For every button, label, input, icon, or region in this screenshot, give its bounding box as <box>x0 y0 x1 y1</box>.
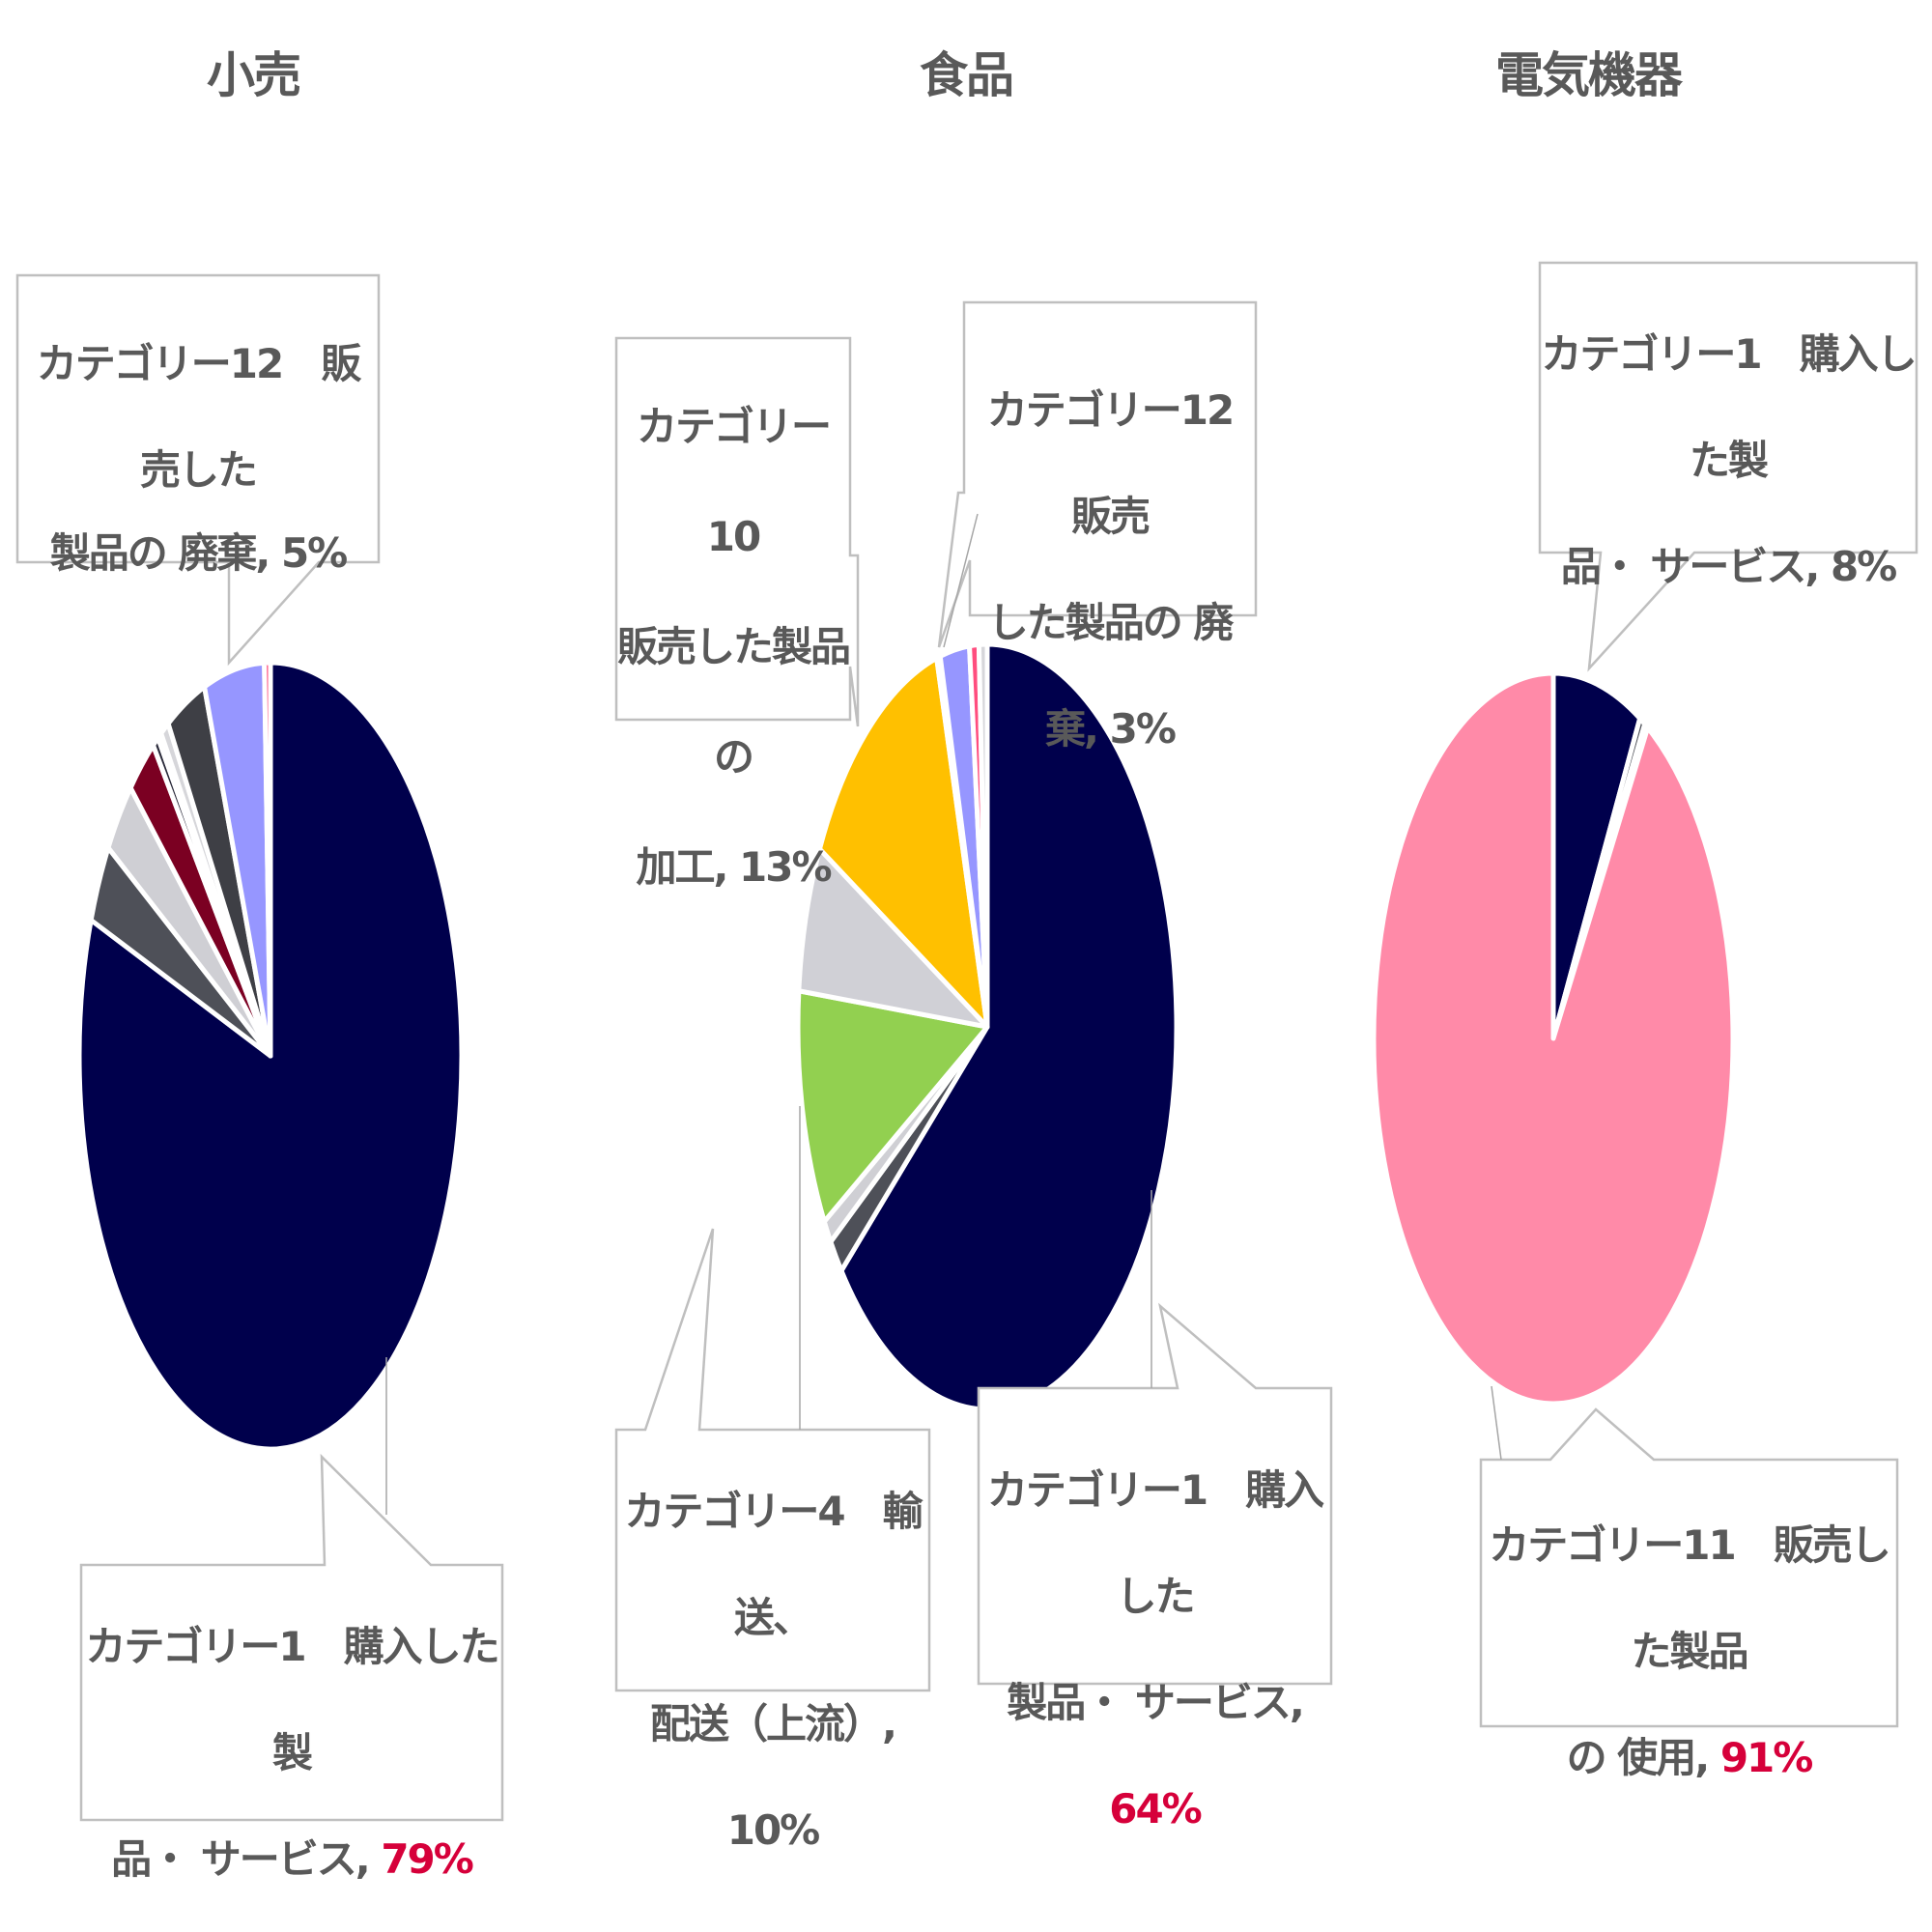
callout-text: の 使用, <box>1566 1734 1720 1781</box>
callout-food-right-bottom: カテゴリー1 購入した 製品・ サービス, 64% <box>979 1437 1331 1862</box>
callout-line: 製品の 廃棄, 5% <box>17 500 379 607</box>
pie-slice <box>1371 670 1736 1406</box>
chart-title-electronics: 電気機器 <box>1495 47 1683 103</box>
callout-text: 配送（上流）, <box>650 1700 897 1747</box>
leader-line <box>943 513 979 648</box>
callout-pct: 8% <box>1830 543 1897 590</box>
leader-line <box>1491 1385 1502 1461</box>
callout-line: の 使用, 91% <box>1481 1705 1897 1811</box>
callout-text: 品・ サービス, <box>1560 543 1831 590</box>
callout-retail-bottom: カテゴリー1 購入した製 品・ サービス, 79% <box>81 1594 502 1913</box>
callout-line: 品・ サービス, 8% <box>1540 514 1917 620</box>
callout-text: 加工, <box>636 843 740 891</box>
callout-line: カテゴリー10 <box>636 403 832 560</box>
pie-slice <box>1550 670 1643 1041</box>
chart-title-food: 食品 <box>920 47 1014 103</box>
callout-shape-food-right-bottom <box>977 1302 1333 1686</box>
callout-line: 製品・ サービス, 64% <box>979 1650 1331 1862</box>
pie-chart-food <box>795 641 1179 1412</box>
callout-text: した製品の 廃棄, <box>987 599 1235 753</box>
callout-shape-food-left-top <box>614 336 860 727</box>
callout-text: 品・ サービス, <box>111 1835 382 1883</box>
callout-shape-food-left-bottom <box>614 1228 931 1692</box>
callout-line: カテゴリー11 販売した製品 <box>1489 1521 1890 1675</box>
chart-title-retail: 小売 <box>207 47 301 103</box>
callout-food-left-top: カテゴリー10 販売した製品の 加工, 13% <box>616 372 851 923</box>
callout-line: 販売した製品の <box>616 623 851 781</box>
callout-line: カテゴリー1 購入した製 <box>1541 330 1917 484</box>
callout-line: 配送（上流）, 10% <box>616 1671 929 1884</box>
callout-pct-highlight: 91% <box>1719 1734 1814 1781</box>
callout-line: 加工, 13% <box>616 812 850 923</box>
callout-electronics-top: カテゴリー1 購入した製 品・ サービス, 8% <box>1540 301 1917 620</box>
callout-electronics-bottom: カテゴリー11 販売した製品 の 使用, 91% <box>1481 1492 1897 1811</box>
pie-slice <box>976 641 990 1030</box>
callout-line: カテゴリー12 販売 <box>986 386 1273 540</box>
callout-line: カテゴリー12 販売した <box>36 340 361 494</box>
callout-line: 品・ サービス, 79% <box>81 1806 502 1913</box>
callout-shape-electronics-top <box>1538 261 1918 672</box>
callout-line: カテゴリー1 購入した <box>986 1466 1324 1620</box>
callout-pct: 13% <box>739 843 833 891</box>
callout-food-left-bottom: カテゴリー4 輸送、 配送（上流）, 10% <box>616 1459 929 1884</box>
callout-text: 製品・ サービス, <box>1007 1679 1305 1726</box>
callout-shape-food-right-top <box>937 300 1258 648</box>
callout-line: カテゴリー1 購入した製 <box>85 1623 499 1776</box>
callout-shape-retail-bottom <box>79 1453 504 1822</box>
callout-pct-highlight: 79% <box>381 1835 474 1883</box>
callout-shape-electronics-bottom <box>1479 1407 1899 1728</box>
pie-slice <box>838 641 1179 1412</box>
callout-retail-top: カテゴリー12 販売した 製品の 廃棄, 5% <box>17 311 379 607</box>
pie-chart-retail <box>76 660 465 1452</box>
callout-pct: 10% <box>726 1806 821 1854</box>
callout-pct-highlight: 64% <box>1109 1785 1203 1833</box>
callout-line: カテゴリー4 輸送、 <box>624 1488 923 1641</box>
callout-shape-retail-top <box>15 273 381 667</box>
pie-chart-electronics <box>1371 670 1736 1406</box>
pie-slice <box>262 660 273 1059</box>
callout-pct: 3% <box>1109 705 1177 753</box>
callout-food-right-top: カテゴリー12 販売 した製品の 廃棄, 3% <box>964 357 1273 782</box>
pie-slice <box>816 655 990 1030</box>
callout-text: 製品の 廃棄, <box>49 529 281 577</box>
pie-slice <box>795 988 990 1225</box>
callout-pct: 5% <box>280 529 348 577</box>
pie-slice <box>796 846 990 1030</box>
callout-line: した製品の 廃棄, 3% <box>964 570 1256 782</box>
